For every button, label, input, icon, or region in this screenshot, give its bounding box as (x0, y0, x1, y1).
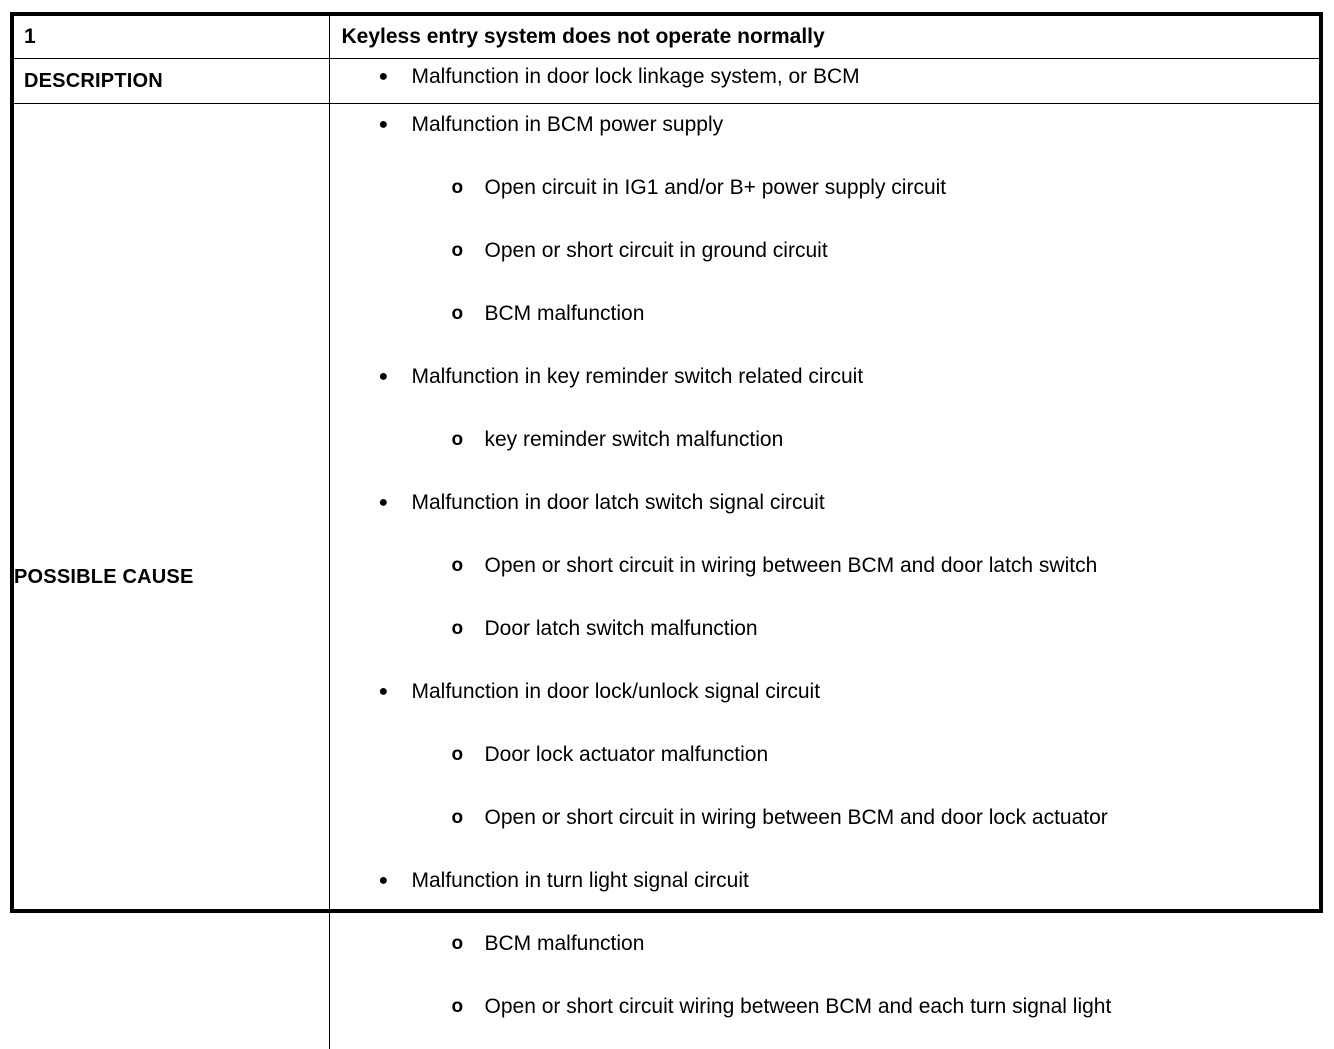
list-item: o Open circuit in IG1 and/or B+ power sup… (330, 167, 1320, 230)
list-item-label: Open or short circuit in ground circuit (485, 239, 828, 262)
hollow-circle-bullet-icon: o (452, 301, 464, 327)
row-label-possible-cause: POSSIBLE CAUSE (14, 563, 329, 591)
list-item-label: Open or short circuit in wiring between … (485, 806, 1108, 829)
list-item-label: Door latch switch malfunction (485, 617, 758, 640)
hollow-circle-bullet-icon: o (452, 238, 464, 264)
code-number: 1 (14, 16, 329, 58)
hollow-circle-bullet-icon: o (452, 553, 464, 579)
list-item: o Door latch switch malfunction (330, 608, 1320, 671)
list-item-label: Malfunction in turn light signal circuit (412, 869, 749, 892)
list-item-label: Malfunction in door latch switch signal … (412, 491, 825, 514)
list-item-label: Malfunction in BCM power supply (412, 113, 724, 136)
row-label-description: DESCRIPTION (14, 59, 329, 103)
hollow-circle-bullet-icon: o (452, 994, 464, 1020)
list-item-label: BCM malfunction (485, 302, 645, 325)
page-root: 1 Keyless entry system does not operate … (0, 0, 1334, 926)
table-row-possible-cause: POSSIBLE CAUSE ● Malfunction in BCM power… (14, 104, 1319, 1049)
list-item: ● Malfunction in door lock/unlock signal … (330, 671, 1320, 734)
list-item: o BCM malfunction (330, 293, 1320, 356)
filled-disc-bullet-icon: ● (379, 679, 389, 705)
list-item-label: key reminder switch malfunction (485, 428, 784, 451)
list-item-label: Malfunction in key reminder switch relat… (412, 365, 864, 388)
possible-cause-content-cell: ● Malfunction in BCM power supply o Open ci… (329, 104, 1319, 1049)
code-title: Keyless entry system does not operate no… (330, 16, 1320, 58)
hollow-circle-bullet-icon: o (452, 427, 464, 453)
filled-disc-bullet-icon: ● (379, 112, 389, 138)
table-row-code: 1 Keyless entry system does not operate … (14, 16, 1319, 59)
list-item-label: Open or short circuit wiring between BCM… (485, 995, 1112, 1018)
filled-disc-bullet-icon: ● (379, 868, 389, 894)
diagnostic-table: 1 Keyless entry system does not operate … (14, 16, 1319, 1049)
list-item-label: Open or short circuit in wiring between … (485, 554, 1098, 577)
description-content-cell: ● Malfunction in door lock linkage system… (329, 59, 1319, 104)
list-item: o Door lock actuator malfunction (330, 734, 1320, 797)
hollow-circle-bullet-icon: o (452, 616, 464, 642)
possible-cause-bullet-list: ● Malfunction in BCM power supply o Open ci… (330, 104, 1320, 1049)
list-item-label: Door lock actuator malfunction (485, 743, 769, 766)
hollow-circle-bullet-icon: o (452, 742, 464, 768)
filled-disc-bullet-icon: ● (379, 64, 389, 90)
list-item: o key reminder switch malfunction (330, 419, 1320, 482)
list-item: o Open or short circuit in wiring between… (330, 797, 1320, 860)
possible-cause-label-cell: POSSIBLE CAUSE (14, 104, 329, 1049)
description-label-cell: DESCRIPTION (14, 59, 329, 104)
list-item: ● Malfunction in BCM power supply (330, 104, 1320, 167)
list-item: ● Malfunction in key reminder switch rela… (330, 356, 1320, 419)
hollow-circle-bullet-icon: o (452, 175, 464, 201)
dtc-diagnostic-table: 1 Keyless entry system does not operate … (10, 12, 1323, 913)
list-item-label: BCM malfunction (485, 932, 645, 955)
code-title-cell: Keyless entry system does not operate no… (329, 16, 1319, 59)
list-item: o Open or short circuit in wiring between… (330, 545, 1320, 608)
list-item-label: Open circuit in IG1 and/or B+ power supp… (485, 176, 947, 199)
list-item: o Open or short circuit wiring between BC… (330, 986, 1320, 1049)
filled-disc-bullet-icon: ● (379, 490, 389, 516)
list-item: o BCM malfunction (330, 923, 1320, 986)
list-item: ● Malfunction in door latch switch signal… (330, 482, 1320, 545)
description-bullet-list: ● Malfunction in door lock linkage system… (330, 59, 1320, 93)
list-item-label: Malfunction in door lock linkage system,… (412, 65, 860, 88)
list-item: o Open or short circuit in ground circuit (330, 230, 1320, 293)
list-item: ● Malfunction in turn light signal circui… (330, 860, 1320, 923)
hollow-circle-bullet-icon: o (452, 931, 464, 957)
filled-disc-bullet-icon: ● (379, 364, 389, 390)
code-number-cell: 1 (14, 16, 329, 59)
list-item: ● Malfunction in door lock linkage system… (330, 59, 1320, 93)
list-item-label: Malfunction in door lock/unlock signal c… (412, 680, 821, 703)
hollow-circle-bullet-icon: o (452, 805, 464, 831)
table-row-description: DESCRIPTION ● Malfunction in door lock li… (14, 59, 1319, 104)
